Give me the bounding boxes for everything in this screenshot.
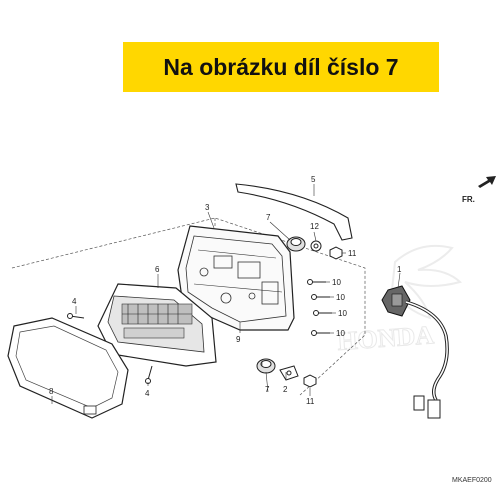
callout-10-a: 10: [332, 278, 341, 287]
part-4-screws: [67, 313, 153, 384]
part-12-collar: [310, 240, 322, 252]
part-7-grommets: [256, 236, 306, 374]
callout-labels: 1 2 3 4 4 5 6 7 7 8 9 10 10 10 10 11 11 …: [49, 175, 402, 406]
callout-7-lower: 7: [265, 385, 270, 394]
leader-lines: [51, 184, 401, 404]
callout-10-d: 10: [336, 329, 345, 338]
callout-7-upper: 7: [266, 213, 271, 222]
callout-5: 5: [311, 175, 316, 184]
part-1-sensor-harness: [381, 285, 449, 419]
callout-11-lower: 11: [306, 397, 315, 406]
callout-11-upper: 11: [348, 249, 357, 258]
part-3-rear-housing: [177, 225, 295, 331]
callout-3: 3: [205, 203, 210, 212]
callout-2: 2: [283, 385, 288, 394]
callout-8: 8: [49, 387, 54, 396]
callout-10-c: 10: [338, 309, 347, 318]
callout-9: 9: [236, 335, 241, 344]
front-direction-arrow: FR.: [462, 176, 496, 204]
diagram-code: MKAEF0200: [452, 477, 492, 484]
callout-10-b: 10: [336, 293, 345, 302]
callout-6: 6: [155, 265, 160, 274]
part-8-lens-cover: [7, 317, 129, 419]
part-6-display-unit: [97, 283, 217, 367]
callout-12: 12: [310, 222, 319, 231]
part-10-bolts: [307, 279, 332, 336]
part-2-bracket: [279, 365, 299, 381]
callout-4-upper: 4: [72, 297, 77, 306]
front-label: FR.: [462, 195, 475, 204]
watermark-text: HONDA: [336, 320, 435, 356]
part-11-nuts: [303, 246, 343, 388]
reference-lines: [11, 217, 366, 396]
callout-1: 1: [397, 265, 402, 274]
part-5-trim-strip: [235, 183, 353, 241]
banner-text: Na obrázku díl číslo 7: [163, 53, 399, 80]
callout-4-lower: 4: [145, 389, 150, 398]
part-number-banner: Na obrázku díl číslo 7: [123, 42, 439, 92]
